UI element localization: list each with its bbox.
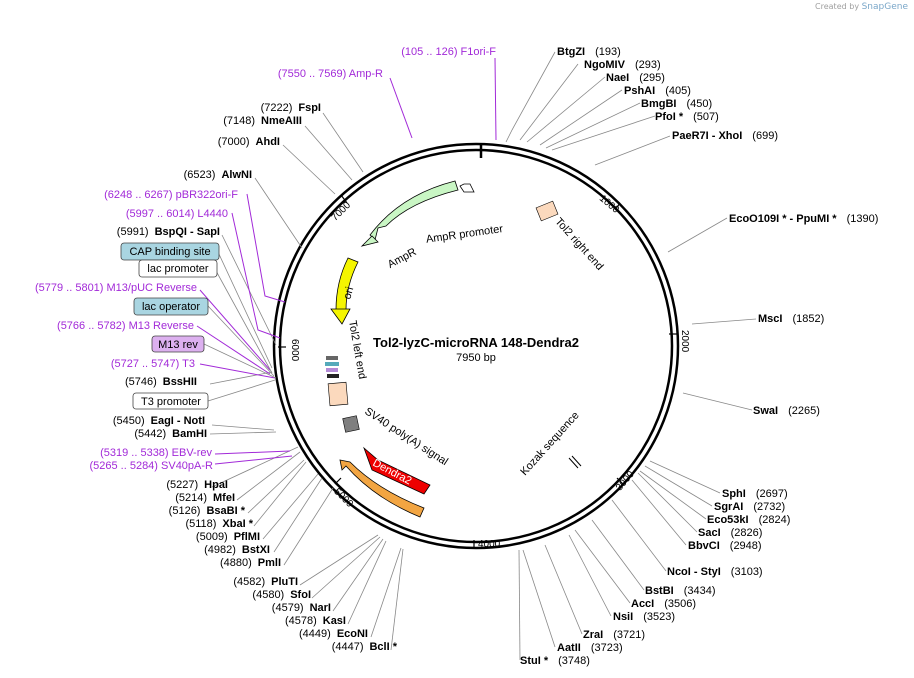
ampr-arrowhead	[360, 235, 379, 247]
enzyme-label: SwaI(2265)	[753, 405, 820, 417]
dendra2-arrow	[363, 446, 431, 495]
kozak-sequence-label: Kozak sequence	[518, 410, 581, 478]
enzyme-label: StuI *(3748)	[520, 655, 590, 667]
tol2-left-end-box	[327, 381, 349, 407]
right-enzyme-labels: BtgZI(193) NgoMIV(293) NaeI(295) PshAI(4…	[520, 46, 878, 667]
primer-label: (5766 .. 5782) M13 Reverse	[57, 320, 194, 332]
enzyme-label: (7000)AhdI	[218, 136, 280, 148]
enzyme-label: BtgZI(193)	[557, 46, 621, 58]
enzyme-label: NsiI(3523)	[613, 611, 675, 623]
primer-label: (7550 .. 7569) Amp-R	[278, 68, 383, 80]
enzyme-label: (4880)PmlI	[220, 557, 281, 569]
enzyme-label: NaeI(295)	[606, 72, 665, 84]
enzyme-label: (5126)BsaBI *	[169, 505, 246, 517]
enzyme-label: AatII(3723)	[557, 642, 623, 654]
enzyme-label: BbvCI(2948)	[688, 540, 762, 552]
tick-label-4000: 4000	[478, 539, 501, 550]
backbone-inner	[278, 148, 674, 544]
tick-label-2000: 2000	[679, 330, 690, 353]
tol2-left-end-label: Tol2 left end	[346, 320, 368, 381]
primer-label: (5727 .. 5747) T3	[111, 358, 195, 370]
enzyme-label: PshAI(405)	[624, 85, 691, 97]
enzyme-label: (6523)AlwNI	[184, 169, 252, 181]
enzyme-label: BmgBI(450)	[641, 98, 712, 110]
enzyme-label: (4579)NarI	[272, 602, 331, 614]
enzyme-label: (5991)BspQI - SapI	[117, 226, 220, 238]
enzyme-label: (5214)MfeI	[175, 492, 235, 504]
enzyme-label: (4580)SfoI	[252, 589, 311, 601]
left-enzyme-labels: (7222)FspI (7148)NmeAIII (7000)AhdI (652…	[113, 102, 398, 653]
enzyme-label: (5746)BssHII	[125, 376, 197, 388]
boxed-feature-labels: CAP binding site lac promoter lac operat…	[120, 242, 220, 410]
enzyme-label: (5009)PflMI	[196, 531, 260, 543]
ori-arrow	[335, 257, 359, 311]
enzyme-label: (4447)BclI *	[332, 641, 398, 653]
small-feature-marks	[325, 356, 339, 378]
enzyme-label: NgoMIV(293)	[584, 59, 661, 71]
position-ticks	[278, 194, 678, 548]
enzyme-label: (4982)BstXI	[204, 544, 270, 556]
enzyme-label: Eco53kI(2824)	[707, 514, 790, 526]
enzyme-label: MscI(1852)	[758, 313, 824, 325]
enzyme-label: BstBI(3434)	[645, 585, 716, 597]
plasmid-name: Tol2-lyzC-microRNA 148-Dendra2	[373, 335, 579, 350]
lac-operator-label: lac operator	[142, 301, 200, 313]
t3-promoter-label: T3 promoter	[141, 396, 201, 408]
enzyme-label: PfoI *(507)	[655, 111, 719, 123]
box-leaders	[203, 251, 277, 402]
backbone-outer	[272, 142, 680, 550]
enzyme-label: PaeR7I - XhoI(699)	[672, 130, 778, 142]
kozak-mark-1	[568, 457, 579, 469]
ampr-promoter-arrow	[459, 183, 475, 193]
primer-label: (5997 .. 6014) L4440	[126, 208, 228, 220]
enzyme-label: EcoO109I * - PpuMI *(1390)	[729, 213, 878, 225]
enzyme-label: (7148)NmeAIII	[223, 115, 302, 127]
enzyme-label: SgrAI(2732)	[714, 501, 785, 513]
lac-promoter-label: lac promoter	[147, 263, 208, 275]
enzyme-label: (4578)KasI	[285, 615, 346, 627]
snapgene-credit: Created by SnapGene	[815, 2, 908, 12]
enzyme-label: (4582)PluTI	[233, 576, 298, 588]
left-leaders	[209, 112, 404, 651]
ampr-promoter-label: AmpR promoter	[425, 223, 504, 246]
gray-feature-box	[342, 415, 360, 433]
enzyme-label: SphI(2697)	[722, 488, 788, 500]
enzyme-label: NcoI - StyI(3103)	[667, 566, 763, 578]
ori-label: ori	[341, 286, 356, 301]
tick-label-1000: 1000	[597, 193, 621, 216]
enzyme-label: SacI(2826)	[698, 527, 762, 539]
primer-label: (5265 .. 5284) SV40pA-R	[89, 460, 213, 472]
right-leaders	[505, 51, 757, 661]
enzyme-label: (4449)EcoNI	[299, 628, 368, 640]
feature-leaders	[196, 57, 497, 465]
sv40-polya-arrow	[339, 459, 425, 518]
enzyme-label: (5118)XbaI *	[185, 518, 253, 530]
plasmid-size: 7950 bp	[456, 352, 496, 364]
primer-feature-labels: (105 .. 126) F1ori-F (7550 .. 7569) Amp-…	[35, 46, 496, 472]
primer-label: (6248 .. 6267) pBR322ori-F	[104, 189, 238, 201]
cap-binding-site-label: CAP binding site	[129, 246, 210, 258]
credit-prefix: Created by	[815, 2, 860, 11]
ampr-label: AmpR	[386, 246, 419, 271]
snapgene-logo: SnapGene	[861, 2, 908, 12]
enzyme-label: (5442)BamHI	[134, 428, 207, 440]
enzyme-label: (5227)HpaI	[166, 479, 228, 491]
enzyme-label: (7222)FspI	[261, 102, 321, 114]
tol2-right-end-box	[535, 200, 559, 222]
m13-rev-label: M13 rev	[158, 339, 198, 351]
primer-label: (5779 .. 5801) M13/pUC Reverse	[35, 282, 197, 294]
primer-label: (5319 .. 5338) EBV-rev	[100, 447, 212, 459]
kozak-mark-2	[571, 455, 582, 467]
tick-label-6000: 6000	[289, 339, 300, 362]
enzyme-label: AccI(3506)	[631, 598, 696, 610]
enzyme-label: ZraI(3721)	[583, 629, 645, 641]
ampr-arrow	[369, 180, 459, 241]
primer-label: (105 .. 126) F1ori-F	[401, 46, 496, 58]
tol2-right-end-label: Tol2 right end	[552, 216, 605, 273]
enzyme-label: (5450)EagI - NotI	[113, 415, 205, 427]
ori-arrowhead	[330, 308, 351, 325]
